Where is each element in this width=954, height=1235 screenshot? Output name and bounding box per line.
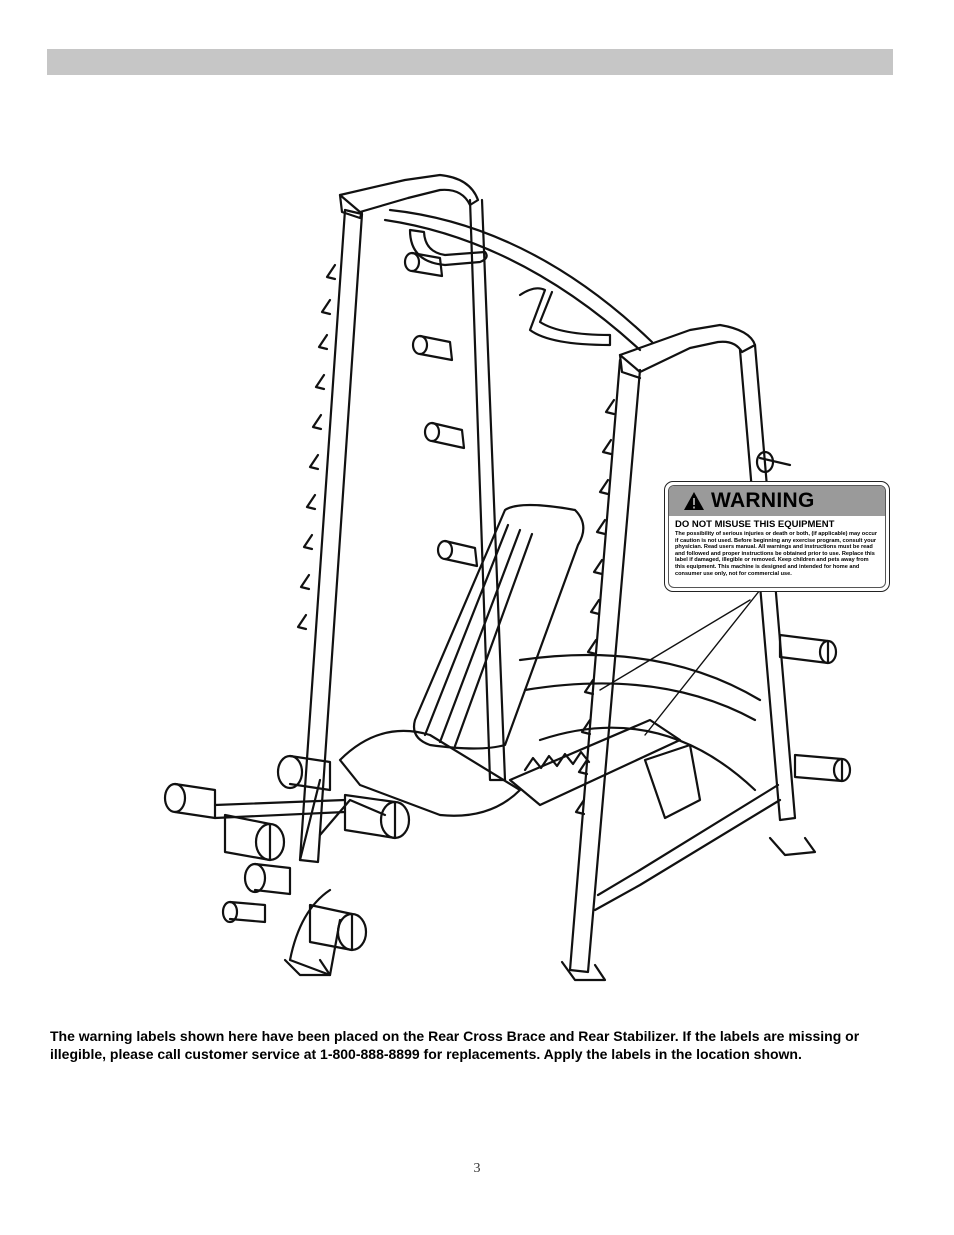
warning-subtitle: DO NOT MISUSE THIS EQUIPMENT	[675, 519, 835, 530]
header-bar	[47, 49, 893, 75]
warning-header: WARNING	[669, 486, 885, 516]
page-number: 3	[473, 1161, 481, 1176]
smith-machine-illustration	[163, 173, 852, 982]
caption-text: The warning labels shown here have been …	[50, 1028, 860, 1062]
warning-label: WARNING DO NOT MISUSE THIS EQUIPMENT The…	[664, 481, 890, 592]
warning-triangle-icon	[684, 492, 704, 510]
warning-body: The possibility of serious injuries or d…	[675, 531, 878, 577]
warning-title: WARNING	[711, 489, 815, 512]
